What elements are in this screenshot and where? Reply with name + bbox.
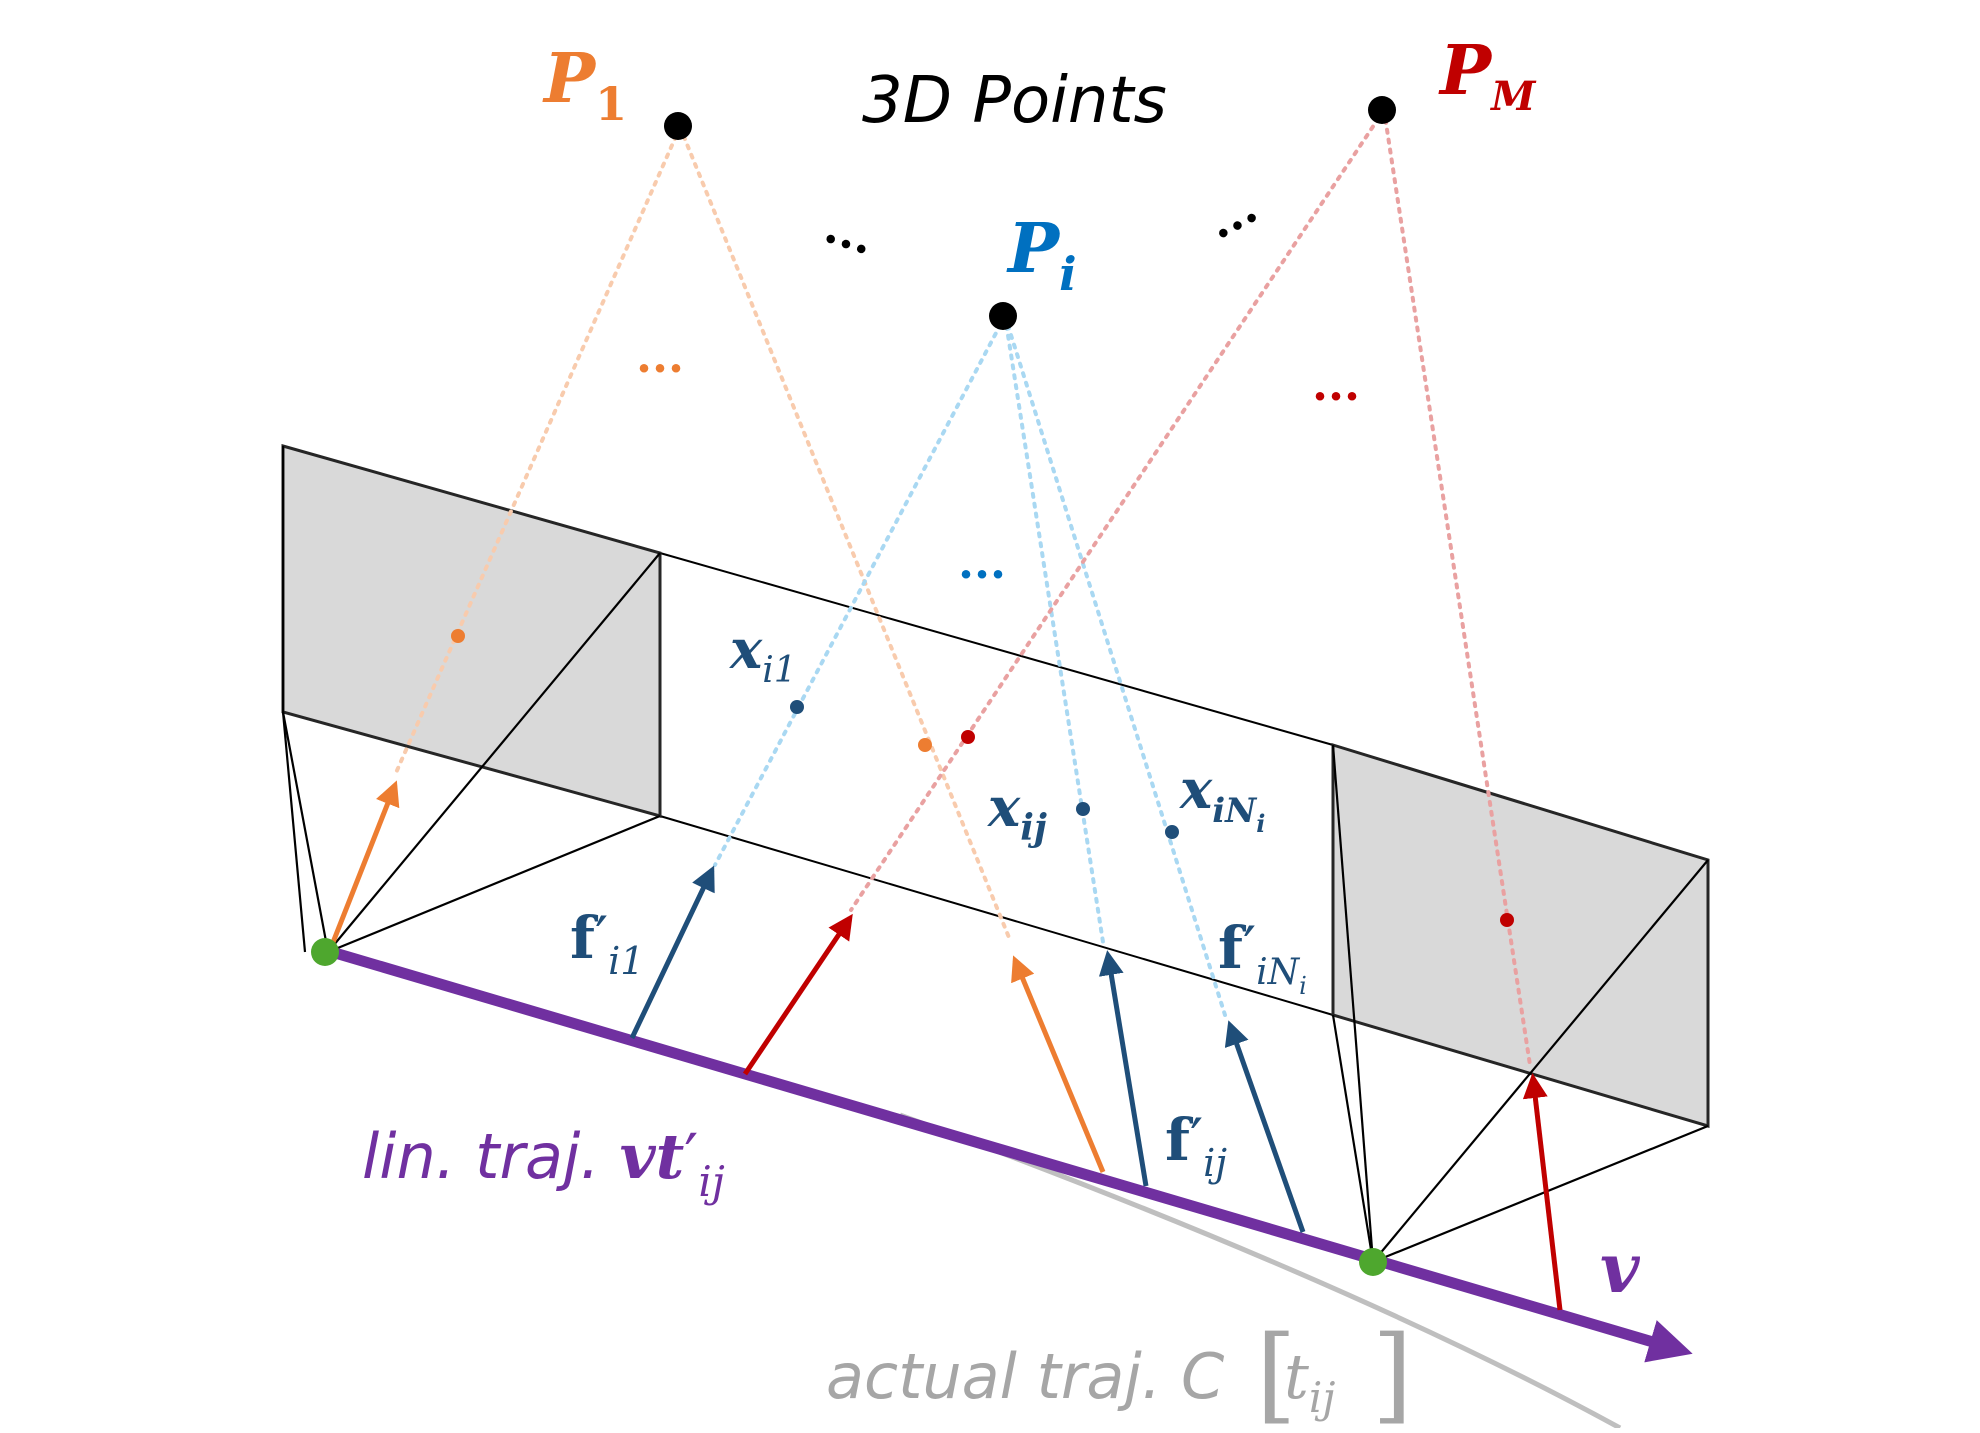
label-f-ij: f′ij <box>1165 1106 1227 1185</box>
bearing-pm-cam2 <box>1522 1073 1563 1311</box>
camera1-frustum <box>281 446 661 954</box>
bearing-p1-cam1 <box>327 780 400 951</box>
bearing-p1-2 <box>1011 955 1106 1173</box>
bearing-f-i1 <box>629 865 715 1040</box>
bracket-right: ] <box>1372 1313 1413 1428</box>
point-p1 <box>664 112 692 140</box>
observation-dots <box>451 629 1514 927</box>
bearing-f-ij <box>1098 950 1149 1187</box>
ellipsis-black-right: ... <box>1198 179 1266 249</box>
ellipses: ... ... ... ... ... <box>636 179 1360 589</box>
label-x-ij: xij <box>987 775 1047 849</box>
point-pm <box>1368 96 1396 124</box>
label-pm: PM <box>1438 31 1537 120</box>
camera-frame-links <box>659 552 1334 1016</box>
label-p1: P1 <box>542 39 627 131</box>
ellipsis-red: ... <box>1312 357 1360 411</box>
label-f-i1: f′i1 <box>570 904 644 983</box>
svg-text:tij: tij <box>1284 1340 1335 1422</box>
camera1-image-plane <box>281 444 662 818</box>
linear-trajectory-arrow <box>323 944 1693 1363</box>
ellipsis-black-left: ... <box>819 199 881 265</box>
svg-text:actual traj. C: actual traj. C <box>826 1340 1225 1413</box>
ellipsis-orange: ... <box>636 329 684 383</box>
projection-rays <box>393 108 1532 1067</box>
camera2-frustum <box>1331 744 1709 1264</box>
bearing-f-iNi <box>1224 1020 1306 1233</box>
point-pi <box>989 302 1017 330</box>
camera2-center <box>1359 1248 1387 1276</box>
label-lin-traj: lin. traj. vt′ij <box>362 1120 725 1206</box>
label-x-i1: xi1 <box>729 617 797 691</box>
camera2-image-plane <box>1331 742 1710 1129</box>
label-actual-traj: actual traj. C [ tij ] <box>826 1313 1413 1433</box>
bracket-left: [ <box>1256 1313 1297 1428</box>
label-velocity: v <box>1600 1229 1641 1309</box>
bearing-vectors <box>327 780 1563 1311</box>
label-f-iNi: f′iNi <box>1218 914 1307 1000</box>
label-x-iNi: xiNi <box>1179 757 1265 838</box>
ellipsis-blue: ... <box>958 535 1006 589</box>
title-3d-points: 3D Points <box>862 64 1167 138</box>
camera1-center <box>311 938 339 966</box>
label-pi: Pi <box>1006 209 1077 301</box>
bearing-pm-1 <box>742 913 853 1076</box>
